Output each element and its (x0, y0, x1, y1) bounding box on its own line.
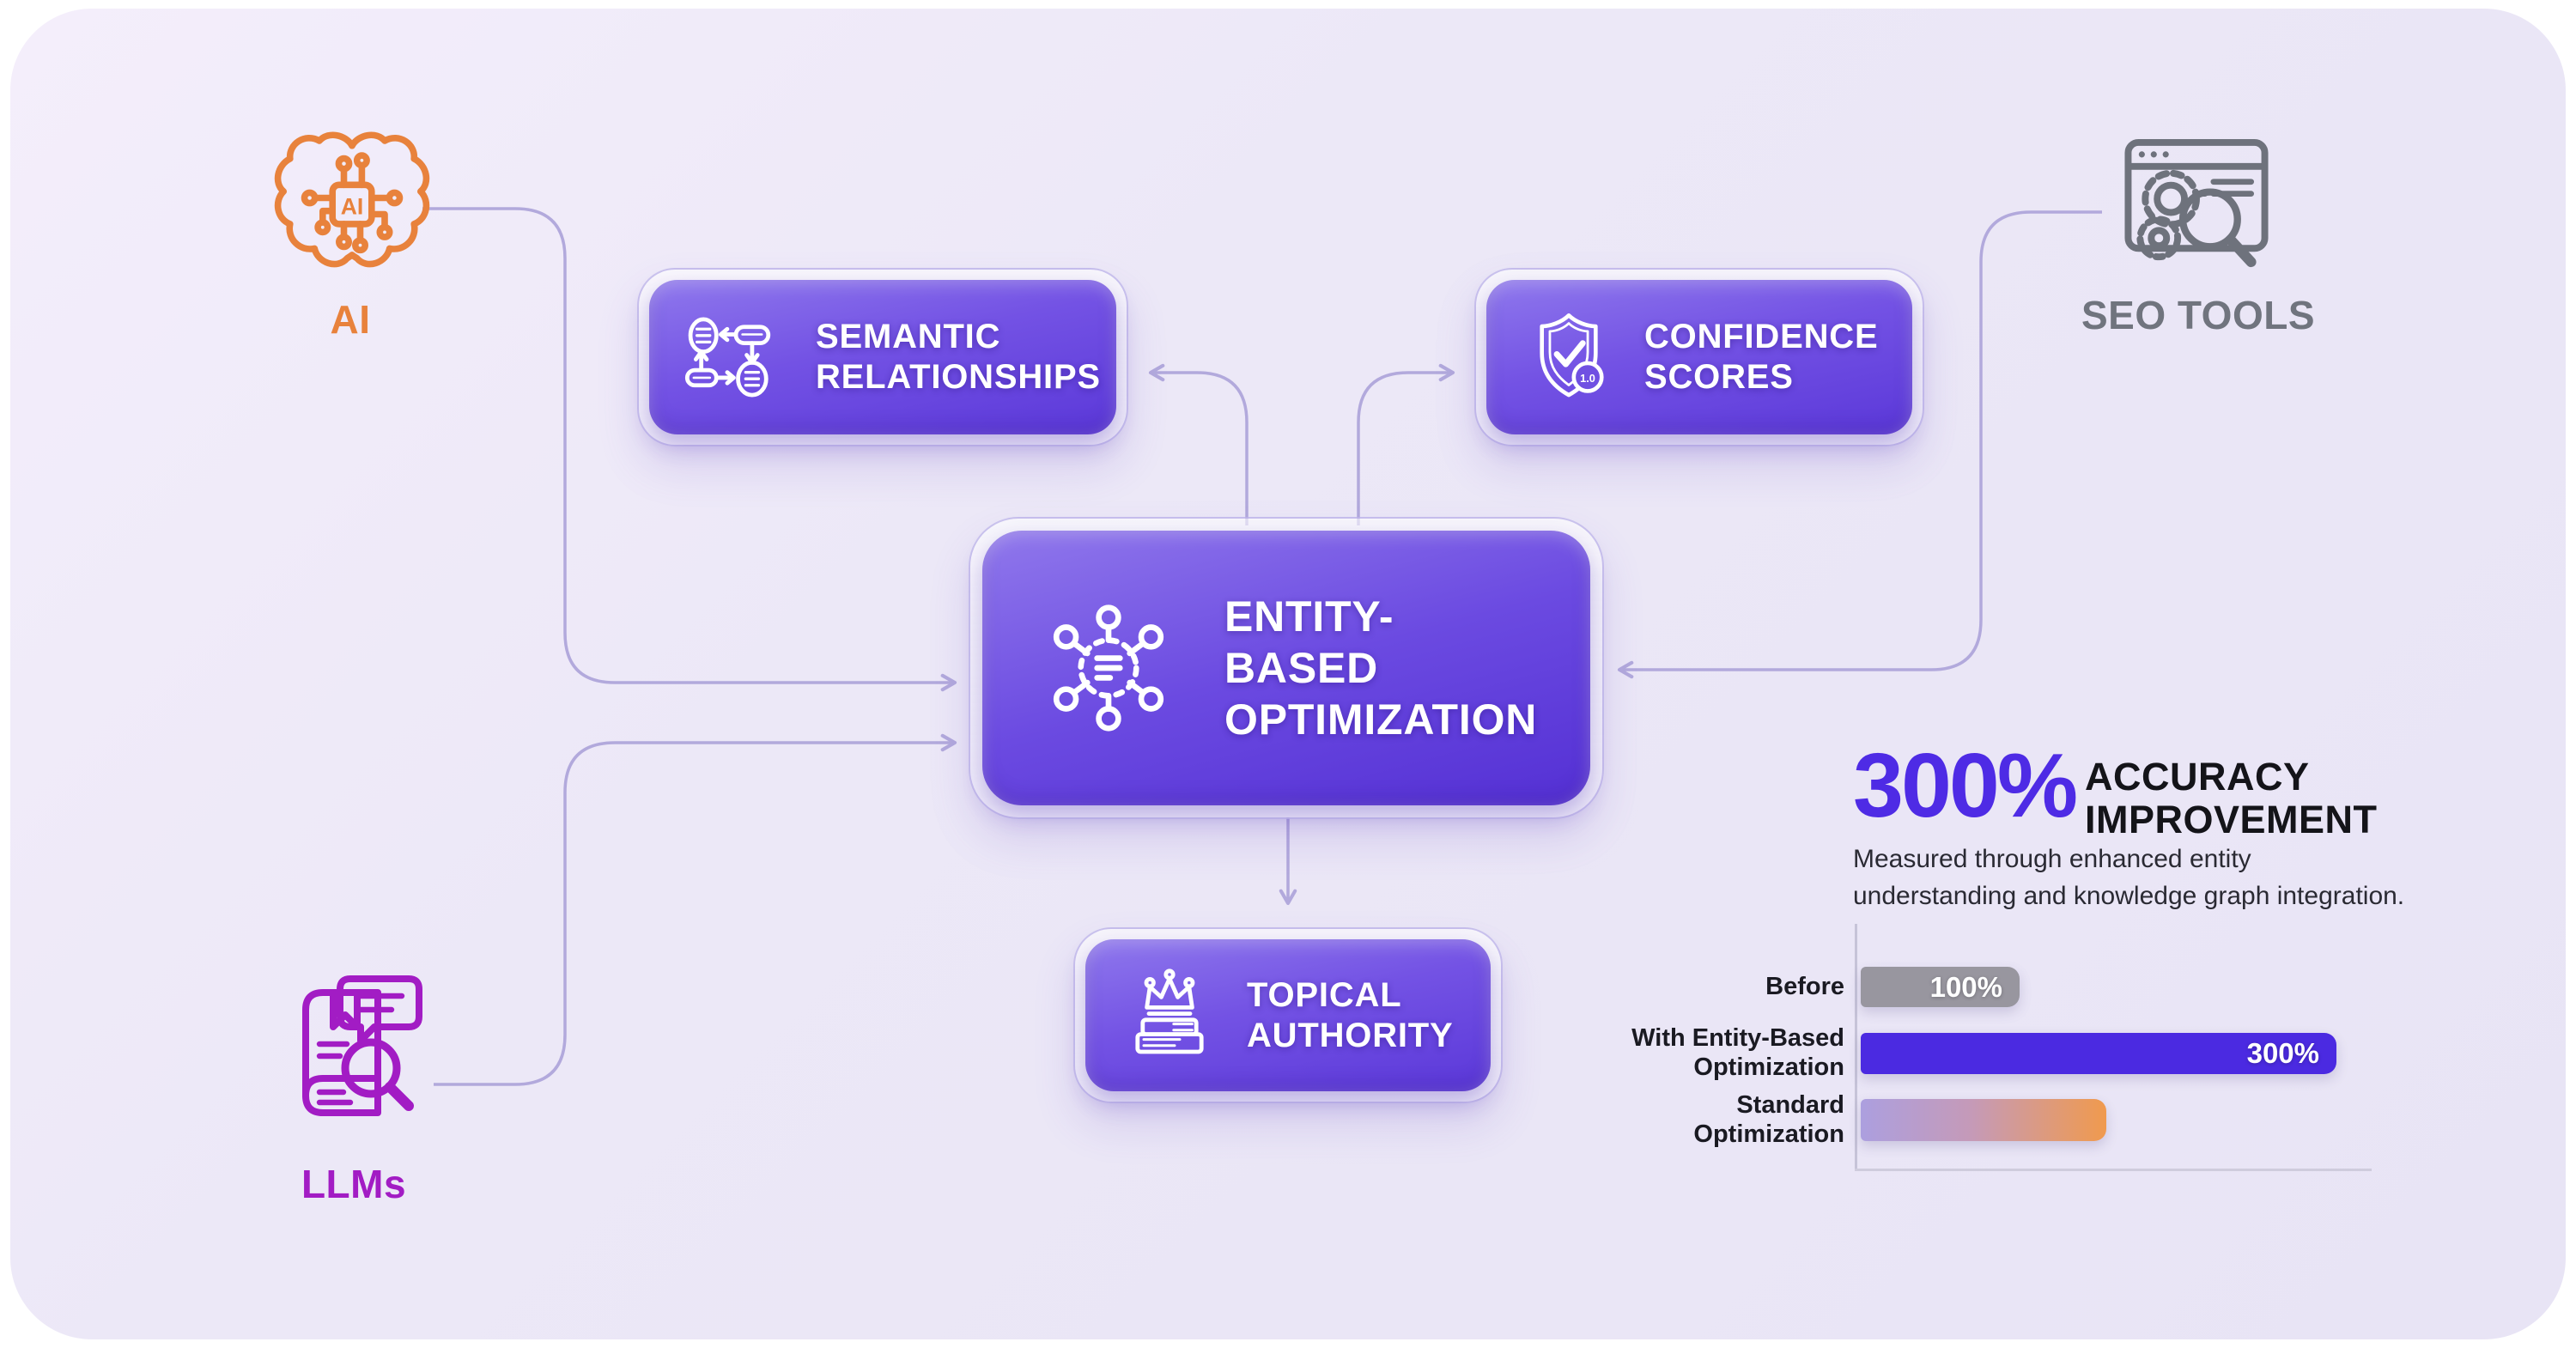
semantic-relationships-icon (684, 317, 771, 398)
entity-network-icon (1053, 604, 1164, 732)
bar-entity-based-value: 300% (2246, 1037, 2319, 1069)
confidence-scores-label: CONFIDENCE SCORES (1644, 318, 1879, 396)
chart-x-axis (1855, 1169, 2372, 1171)
llms-book-icon (302, 975, 422, 1116)
topical-authority-crown-icon (1135, 968, 1204, 1054)
confidence-scores-box: 1.0 CONFIDENCE SCORES (1474, 268, 1924, 446)
chart-y-axis (1855, 924, 1857, 1169)
semantic-relationships-box-inner: SEMANTIC RELATIONSHIPS (649, 280, 1116, 434)
llms-label: LLMs (301, 1162, 407, 1206)
entity-based-optimization-box: ENTITY-BASED OPTIMIZATION (969, 517, 1604, 819)
entity-based-optimization-box-inner: ENTITY-BASED OPTIMIZATION (982, 531, 1590, 805)
seo-tools-icon (2124, 138, 2269, 268)
semantic-relationships-label: SEMANTIC RELATIONSHIPS (816, 318, 1101, 396)
topical-authority-box: TOPICAL AUTHORITY (1073, 927, 1503, 1103)
seo-tools-label: SEO TOOLS (2081, 293, 2316, 337)
bar-standard (1861, 1099, 2106, 1141)
confidence-shield-icon: 1.0 (1540, 313, 1604, 398)
stat-title: ACCURACY IMPROVEMENT (2085, 755, 2378, 841)
confidence-badge-text: 1.0 (1580, 372, 1595, 385)
ai-brain-icon: AI (274, 131, 430, 268)
stat-value: 300% (1853, 735, 2078, 836)
improvement-bar-chart: Before 100% With Entity-Based Optimizati… (1614, 924, 2387, 1181)
topical-authority-label: TOPICAL AUTHORITY (1247, 975, 1454, 1054)
bar-category-before: Before (1765, 972, 1844, 1000)
bar-entity-based: 300% (1861, 1033, 2336, 1074)
bar-before-value: 100% (1929, 970, 2002, 1003)
topical-authority-box-inner: TOPICAL AUTHORITY (1085, 939, 1491, 1091)
bar-category-standard: Standard Optimization (1693, 1090, 1844, 1148)
stat-description: Measured through enhanced entity underst… (1853, 845, 2405, 910)
entity-based-optimization-label: ENTITY-BASED OPTIMIZATION (1224, 592, 1538, 744)
semantic-relationships-box: SEMANTIC RELATIONSHIPS (637, 268, 1128, 446)
bar-category-entity-based: With Entity-Based Optimization (1631, 1024, 1844, 1081)
confidence-scores-box-inner: 1.0 CONFIDENCE SCORES (1486, 280, 1912, 434)
ai-chip-text: AI (341, 194, 364, 220)
bar-before: 100% (1861, 967, 2020, 1007)
ai-label: AI (330, 297, 371, 342)
